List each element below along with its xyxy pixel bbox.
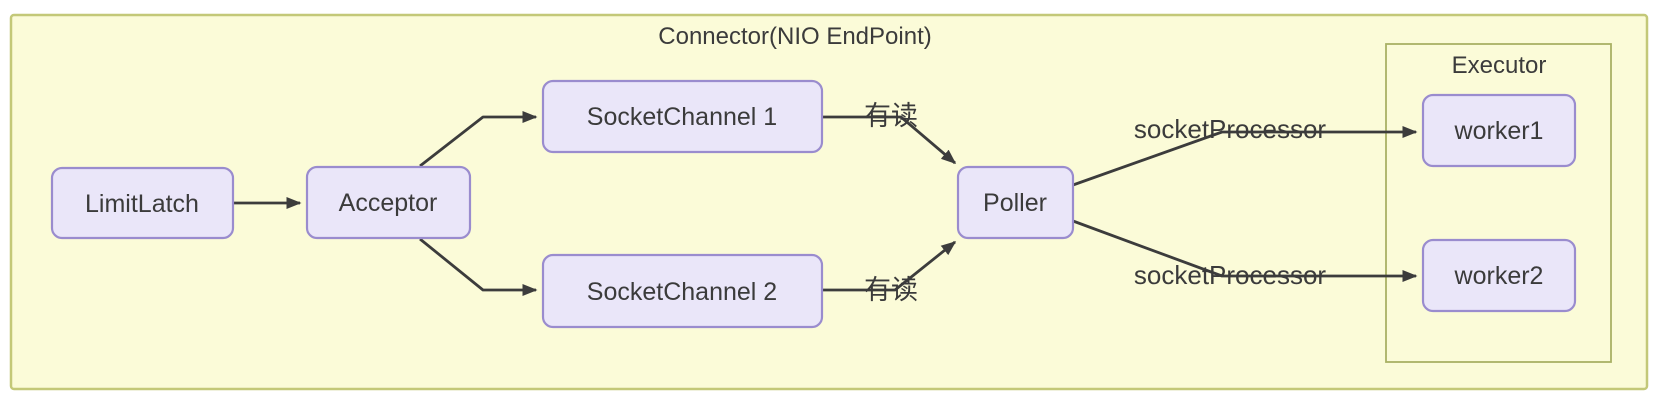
- edge-acceptor-socketchannel1: [419, 111, 538, 168]
- edge-socketchannel1-poller: [822, 115, 957, 165]
- executor-container: Executor: [1385, 43, 1612, 363]
- node-acceptor: Acceptor: [305, 165, 472, 240]
- edge-acceptor-socketchannel2: [419, 237, 538, 296]
- node-socketchannel2-label: SocketChannel 2: [587, 278, 777, 306]
- edge-label-read-1: 有读: [864, 101, 918, 131]
- edge-poller-worker2: [1072, 219, 1418, 282]
- connector-container: Connector(NIO EndPoint): [9, 13, 1649, 391]
- node-worker1-label: worker1: [1454, 117, 1544, 145]
- edge-label-socketprocessor-2: socketProcessor: [1134, 260, 1327, 290]
- node-socketchannel2: SocketChannel 2: [541, 253, 824, 329]
- edge-poller-worker1: [1072, 126, 1418, 187]
- node-worker2-label: worker2: [1454, 262, 1544, 290]
- node-limitlatch-label: LimitLatch: [85, 190, 199, 218]
- node-poller-label: Poller: [983, 189, 1047, 217]
- node-acceptor-label: Acceptor: [339, 189, 438, 217]
- diagram-title: Connector(NIO EndPoint): [658, 23, 931, 50]
- edge-label-socketprocessor-1: socketProcessor: [1134, 114, 1327, 144]
- node-limitlatch: LimitLatch: [50, 166, 235, 240]
- node-socketchannel1: SocketChannel 1: [541, 79, 824, 154]
- node-worker2: worker2: [1421, 238, 1577, 313]
- edge-label-read-2: 有读: [864, 275, 918, 305]
- node-poller: Poller: [956, 165, 1075, 240]
- node-socketchannel1-label: SocketChannel 1: [587, 103, 777, 131]
- edge-socketchannel2-poller: [822, 240, 957, 292]
- node-worker1: worker1: [1421, 93, 1577, 168]
- executor-title: Executor: [1452, 52, 1547, 79]
